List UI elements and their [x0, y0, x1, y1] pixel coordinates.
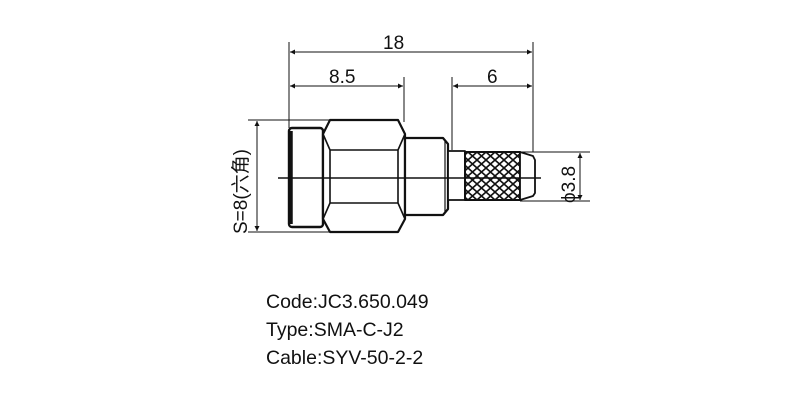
crimp-neck: [447, 150, 466, 201]
dimension-hex-size: [248, 119, 330, 233]
connector-body: [287, 118, 536, 234]
dimension-8-5-label: 8.5: [329, 67, 355, 88]
spec-code: Code:JC3.650.049: [266, 291, 429, 313]
spec-type: Type:SMA-C-J2: [266, 319, 404, 341]
dimension-overall-length: [288, 42, 534, 152]
dimension-crimp-diameter: [520, 151, 590, 202]
hex-nut: [321, 118, 407, 234]
knurled-ferrule: [464, 151, 521, 201]
dimension-6-label: 6: [487, 67, 498, 88]
crimp-diameter-label: ϕ3.8: [559, 166, 580, 203]
dimension-body-length: [290, 77, 405, 122]
connector-sleeve: [403, 136, 450, 217]
ferrule-tip: [519, 151, 536, 201]
dimension-crimp-length: [451, 77, 532, 150]
spec-cable: Cable:SYV-50-2-2: [266, 347, 424, 369]
hex-size-label: S=8(六角): [230, 149, 252, 234]
specs-block: Code:JC3.650.049 Type:SMA-C-J2 Cable:SYV…: [266, 288, 429, 372]
dimension-18-label: 18: [383, 33, 404, 54]
